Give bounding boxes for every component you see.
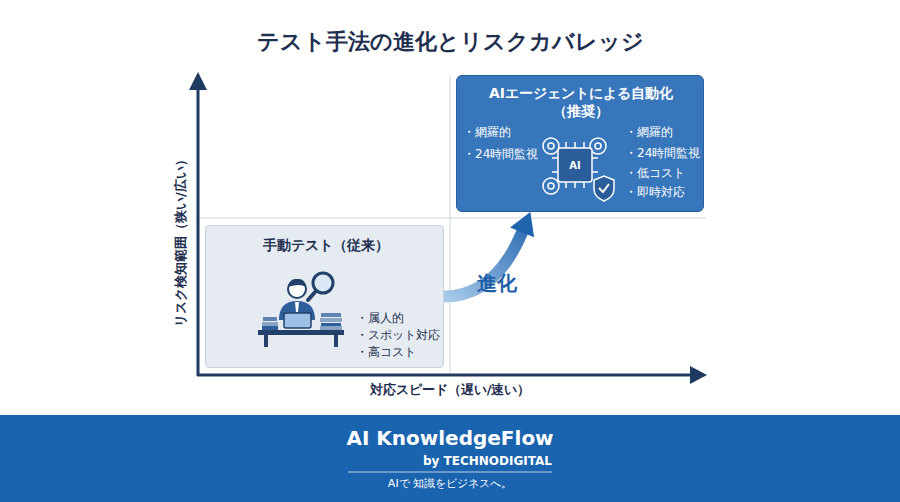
arrow-shaft — [444, 231, 523, 297]
box-heading: AIエージェントによる自動化 （推奨） — [469, 84, 693, 120]
brand-byline: by TECHNODIGITAL — [352, 454, 552, 470]
evolution-arrow — [444, 212, 534, 297]
bullet-item: ・低コスト — [625, 166, 685, 182]
axis-label: リスク検知範囲（狭い/広い） — [172, 153, 190, 327]
bullet-item: ・網羅的 — [463, 125, 511, 141]
bullet-item: ・網羅的 — [625, 125, 673, 141]
footer-band: AI KnowledgeFlow by TECHNODIGITAL AIで 知識をビ… — [0, 415, 900, 502]
axis-label: 対応スピード（遅い/速い） — [370, 381, 531, 399]
grid-line — [450, 75, 451, 375]
bullet-item: ・24時間監視 — [625, 146, 700, 162]
bullet-item: ・スポット対応 — [356, 328, 440, 344]
arrowhead — [510, 212, 534, 237]
box-heading: 手動テスト（従来） — [206, 236, 445, 254]
brand-tagline: AIで 知識をビジネスへ。 — [0, 477, 900, 491]
axis-arrowhead — [690, 366, 707, 384]
bullet-item: ・高コスト — [356, 345, 416, 361]
edge-label: 進化 — [477, 270, 517, 297]
brand-name: AI KnowledgeFlow — [0, 425, 900, 451]
bullet-item: ・属人的 — [356, 311, 404, 327]
highlight-box: AIエージェントによる自動化 （推奨）・網羅的・24時間監視・網羅的・24時間監… — [456, 75, 704, 212]
x-axis — [197, 374, 692, 377]
icon-label: AI — [569, 160, 580, 171]
diagram-title: テスト手法の進化とリスクカバレッジ — [257, 27, 644, 57]
bullet-item: ・24時間監視 — [463, 147, 538, 163]
axis-arrowhead — [189, 72, 207, 90]
process-box: 手動テスト（従来） ・属人的・スポット対応・高コスト — [205, 225, 444, 368]
y-axis — [197, 86, 200, 376]
bullet-item: ・即時対応 — [625, 185, 685, 201]
grid-line — [198, 218, 706, 219]
